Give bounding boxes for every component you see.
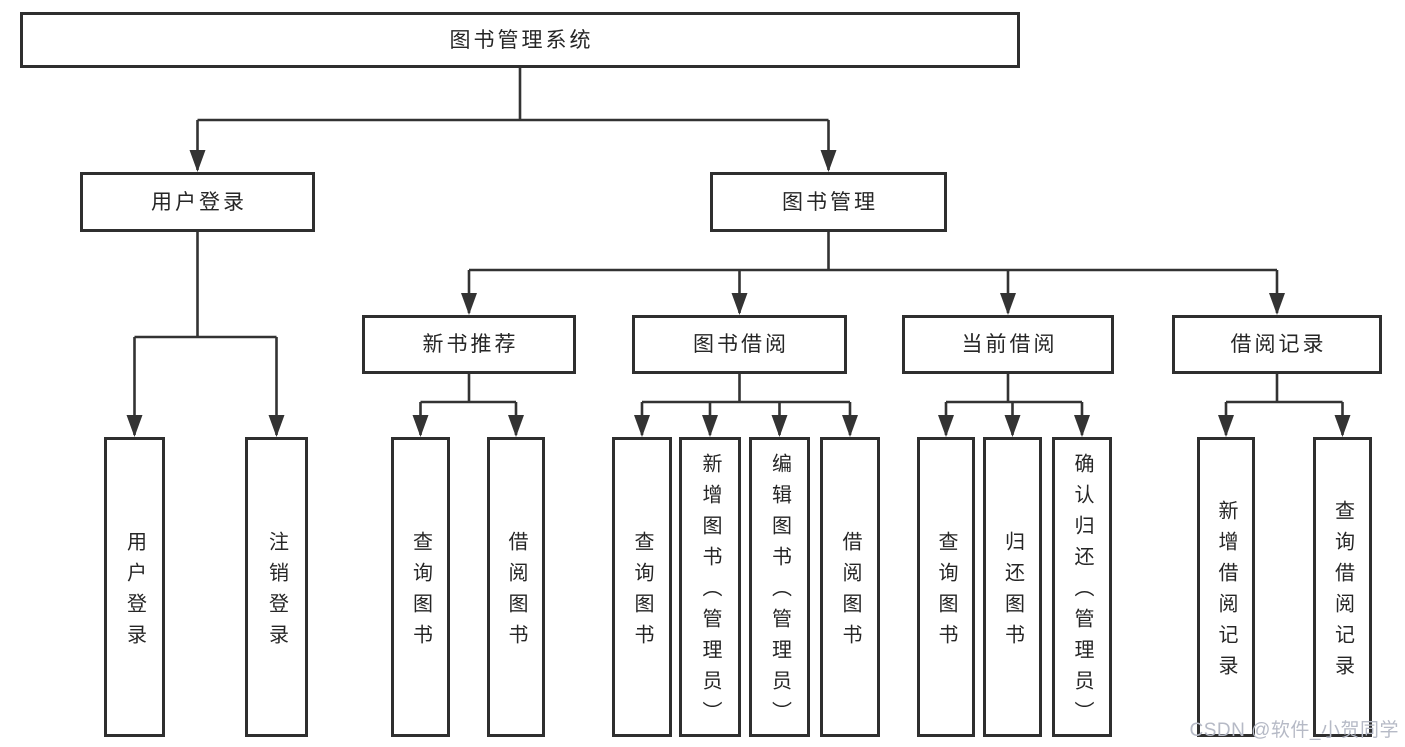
leaf-borrow-books-borrow: 借阅图书 [820, 437, 880, 737]
connector-new-book-recommend-children [412, 374, 524, 437]
node-new-book-recommend: 新书推荐 [362, 315, 576, 374]
leaf-query-borrow-record: 查询借阅记录 [1313, 437, 1372, 737]
connector-user-login-children [126, 232, 285, 437]
leaf-edit-books-admin: 编辑图书（管理员） [749, 437, 810, 737]
leaf-confirm-return-admin: 确认归还（管理员） [1052, 437, 1112, 737]
csdn-watermark: CSDN @软件_小贺同学 [1189, 720, 1399, 741]
leaf-return-books: 归还图书 [983, 437, 1042, 737]
connector-book-management-children [461, 232, 1285, 315]
node-book-management: 图书管理 [710, 172, 947, 232]
node-borrow-records: 借阅记录 [1172, 315, 1382, 374]
leaf-user-login: 用户登录 [104, 437, 165, 737]
leaf-query-books-current: 查询图书 [917, 437, 975, 737]
node-current-borrow: 当前借阅 [902, 315, 1114, 374]
leaf-logout-login: 注销登录 [245, 437, 308, 737]
leaf-add-borrow-record: 新增借阅记录 [1197, 437, 1255, 737]
node-user-login: 用户登录 [80, 172, 315, 232]
connector-root-to-level2 [189, 68, 837, 172]
node-book-borrow: 图书借阅 [632, 315, 847, 374]
leaf-borrow-books-recommend: 借阅图书 [487, 437, 545, 737]
leaf-add-books-admin: 新增图书（管理员） [679, 437, 741, 737]
connector-borrow-records-children [1218, 374, 1351, 437]
connector-book-borrow-children [634, 374, 858, 437]
node-root: 图书管理系统 [20, 12, 1020, 68]
leaf-query-books-recommend: 查询图书 [391, 437, 450, 737]
leaf-query-books-borrow: 查询图书 [612, 437, 672, 737]
connector-current-borrow-children [938, 374, 1090, 437]
